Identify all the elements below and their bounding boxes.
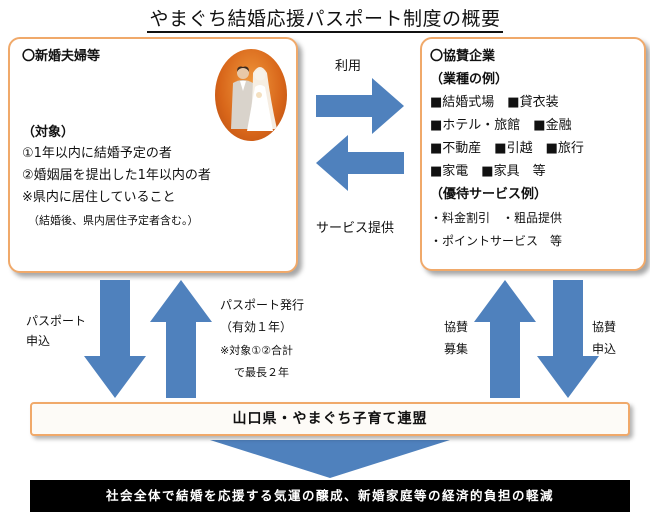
sponsor-apply-label-2: 申込 xyxy=(592,342,617,356)
industry-heading: （業種の例） xyxy=(430,72,509,87)
recruit-label-1: 協賛 xyxy=(444,320,469,334)
valid-note-2: で最長２年 xyxy=(234,366,289,379)
recruit-up-arrow xyxy=(474,280,536,398)
recruit-label-2: 募集 xyxy=(444,342,469,356)
apply-down-arrow xyxy=(84,280,146,398)
industry-row-3: ■不動産 ■引越 ■旅行 xyxy=(430,141,584,156)
valid-label: （有効１年） xyxy=(220,320,293,334)
use-label: 利用 xyxy=(335,59,362,74)
service-row-2: ・ポイントサービス 等 xyxy=(430,234,563,248)
industry-row-2: ■ホテル・旅館 ■金融 xyxy=(430,118,572,133)
issue-label: パスポート発行 xyxy=(220,298,305,312)
industry-row-1: ■結婚式場 ■貸衣装 xyxy=(430,95,559,110)
target-item-1: ①1年以内に結婚予定の者 xyxy=(22,146,172,161)
issue-up-arrow xyxy=(150,280,212,398)
service-heading: （優待サービス例） xyxy=(430,187,548,202)
organization-bar: 山口県・やまぐち子育て連盟 xyxy=(30,402,630,436)
sponsor-apply-label-1: 協賛 xyxy=(592,320,617,334)
apply-label-2: 申込 xyxy=(26,334,51,348)
service-arrow xyxy=(316,135,404,191)
wedding-couple-image xyxy=(215,49,287,141)
valid-note-1: ※対象①②合計 xyxy=(220,344,293,357)
target-item-2: ②婚姻届を提出した1年以内の者 xyxy=(22,168,211,183)
target-note: （結婚後、県内居住予定者含む。） xyxy=(28,214,199,227)
sponsor-down-arrow xyxy=(537,280,599,398)
industry-row-4: ■家電 ■家具 等 xyxy=(430,164,546,179)
sponsor-heading: 〇協賛企業 xyxy=(430,49,496,64)
sponsor-box: 〇協賛企業 （業種の例） ■結婚式場 ■貸衣装 ■ホテル・旅館 ■金融 ■不動産… xyxy=(420,37,646,271)
newlyweds-box: 〇新婚夫婦等 （対象） ①1年以内に結婚予定の者 ②婚姻届を提出した1年以内の者… xyxy=(8,37,298,273)
service-label: サービス提供 xyxy=(316,221,395,236)
target-item-3: ※県内に居住していること xyxy=(22,190,176,205)
service-row-1: ・料金割引 ・粗品提供 xyxy=(430,211,563,225)
target-heading: （対象） xyxy=(22,125,75,140)
apply-label-1: パスポート xyxy=(26,314,87,328)
page-title: やまぐち結婚応援パスポート制度の概要 xyxy=(0,4,650,33)
newlyweds-heading: 〇新婚夫婦等 xyxy=(22,49,101,64)
use-arrow xyxy=(316,78,404,134)
goal-bar: 社会全体で結婚を応援する気運の醸成、新婚家庭等の経済的負担の軽減 xyxy=(30,480,630,512)
goal-chevron-arrow xyxy=(210,440,450,478)
